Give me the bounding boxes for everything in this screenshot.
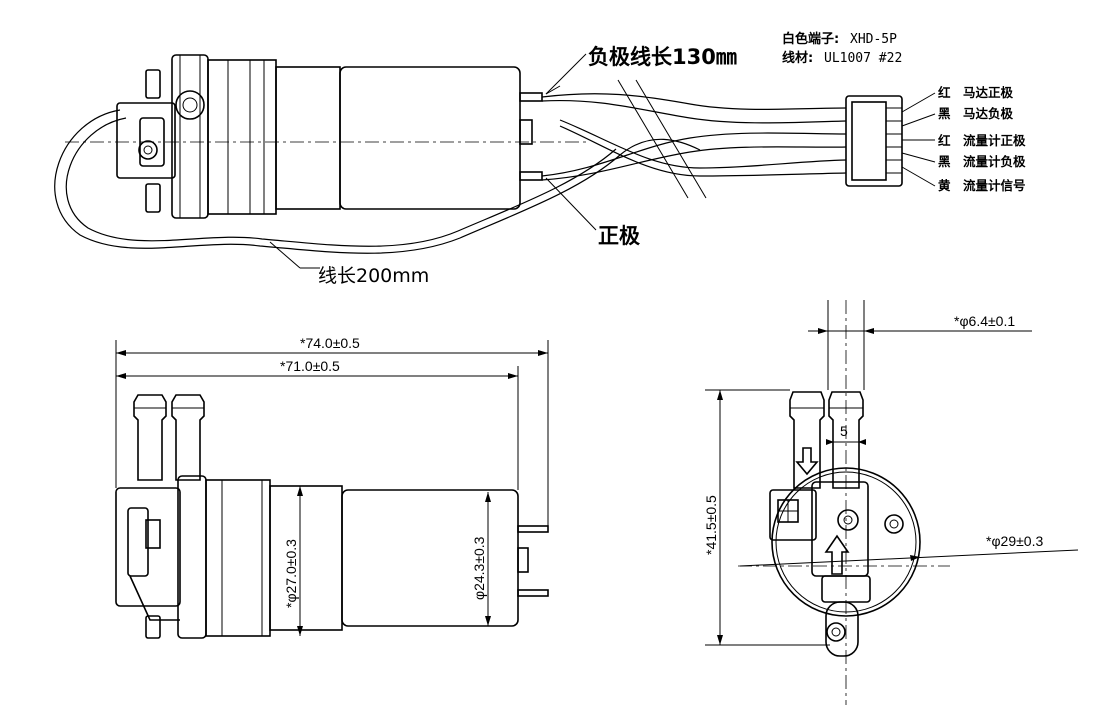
pin-1-function: 马达正极 <box>963 85 1014 100</box>
top-view <box>54 53 936 269</box>
pin-3-color: 红 <box>938 133 951 148</box>
pin-3-function: 流量计正极 <box>963 133 1026 148</box>
wire-label: 线材: <box>782 50 813 66</box>
pin-5-color: 黄 <box>938 178 951 193</box>
pump-diameter-dimension: *φ27.0±0.3 <box>283 539 299 608</box>
side-view <box>115 340 549 639</box>
terminal-value: XHD-5P <box>850 32 897 47</box>
lead-length-callout: 线长200mm <box>318 265 429 287</box>
positive-callout: 正极 <box>598 224 641 248</box>
pin-4-color: 黑 <box>938 154 951 169</box>
pin-4-function: 流量计负极 <box>963 154 1026 169</box>
pin-2-function: 马达负极 <box>963 106 1014 121</box>
tube-spacing-dimension: 5 <box>840 423 848 439</box>
pin-1-color: 红 <box>938 85 951 100</box>
terminal-label: 白色端子: <box>782 31 839 47</box>
negative-lead-callout: 负极线长130㎜ <box>588 45 737 69</box>
wire-value: UL1007 #22 <box>824 51 902 66</box>
body-length-dimension: *71.0±0.5 <box>280 358 340 374</box>
tube-diameter-dimension: *φ6.4±0.1 <box>954 313 1015 329</box>
pin-2-color: 黑 <box>938 106 951 121</box>
motor-diameter-dimension: φ24.3±0.3 <box>471 536 487 600</box>
height-dimension: *41.5±0.5 <box>703 495 719 555</box>
pin-legend: 红 马达正极 黑 马达负极 红 流量计正极 黑 流量计负极 黄 流量计信号 <box>938 85 1026 193</box>
pin-5-function: 流量计信号 <box>963 178 1026 193</box>
overall-length-dimension: *74.0±0.5 <box>300 335 360 351</box>
end-diameter-dimension: *φ29±0.3 <box>986 533 1043 549</box>
end-view <box>705 300 1079 705</box>
